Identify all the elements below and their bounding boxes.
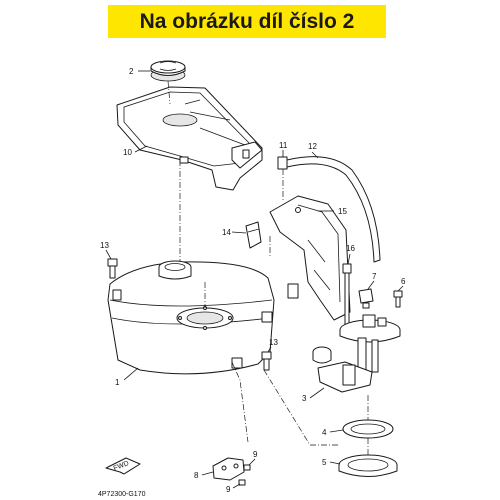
part-11-hose-joint[interactable] (277, 156, 288, 170)
part-12-breather-hose[interactable] (286, 156, 381, 263)
callout-15: 15 (338, 207, 347, 216)
leader-14 (231, 231, 247, 234)
diagram-code: 4P72300-G170 (98, 491, 146, 498)
fwd-arrow-icon: FWD (105, 457, 141, 475)
part-10-upper-cover[interactable] (116, 86, 263, 191)
leader-13b (267, 346, 272, 353)
callout-10: 10 (123, 148, 132, 157)
leader-3 (309, 387, 325, 399)
part-6-screw[interactable] (393, 290, 403, 308)
callout-13b: 13 (269, 338, 278, 347)
leader-1 (123, 367, 139, 381)
part-9-bolts[interactable] (238, 464, 251, 486)
callout-2: 2 (129, 67, 134, 76)
leader-6 (397, 285, 404, 292)
leader-9b (232, 483, 241, 489)
leader-5 (329, 461, 341, 465)
part-2-fuel-cap[interactable] (150, 60, 186, 82)
part-14-clip[interactable] (245, 221, 262, 249)
leader-4 (329, 429, 344, 433)
banner-title: Na obrázku díl číslo 2 (139, 9, 355, 33)
callout-1: 1 (115, 378, 120, 387)
leader-10 (134, 145, 148, 153)
assembly-lines (167, 80, 369, 455)
callout-14: 14 (222, 228, 231, 237)
leader-7 (367, 280, 375, 290)
callout-7: 7 (372, 272, 377, 281)
callout-5: 5 (322, 458, 327, 467)
leader-9a (248, 458, 256, 466)
callout-6: 6 (401, 277, 406, 286)
leader-8 (201, 471, 214, 476)
part-1-fuel-tank[interactable] (107, 260, 275, 375)
part-13-bolt-top[interactable] (107, 258, 118, 279)
part-8-bracket[interactable] (212, 457, 245, 481)
callout-4: 4 (322, 428, 327, 437)
callout-12: 12 (308, 142, 317, 151)
leader-12 (311, 151, 319, 159)
leader-13a (105, 249, 112, 260)
part-13-bolt-lower[interactable] (261, 351, 272, 371)
callout-9b: 9 (226, 485, 231, 494)
part-7-grommet[interactable] (358, 288, 374, 309)
callout-11: 11 (279, 141, 288, 150)
callout-9a: 9 (253, 450, 258, 459)
title-banner: Na obrázku díl číslo 2 (108, 5, 386, 38)
part-5-ring-nut[interactable] (338, 454, 398, 477)
part-15-bracket[interactable] (269, 195, 351, 321)
callout-3: 3 (302, 394, 307, 403)
callout-8: 8 (194, 471, 199, 480)
callout-13a: 13 (100, 241, 109, 250)
callout-16: 16 (346, 244, 355, 253)
leader-16 (347, 253, 351, 265)
part-3-fuel-pump[interactable] (312, 314, 401, 393)
part-4-gasket[interactable] (342, 419, 394, 439)
